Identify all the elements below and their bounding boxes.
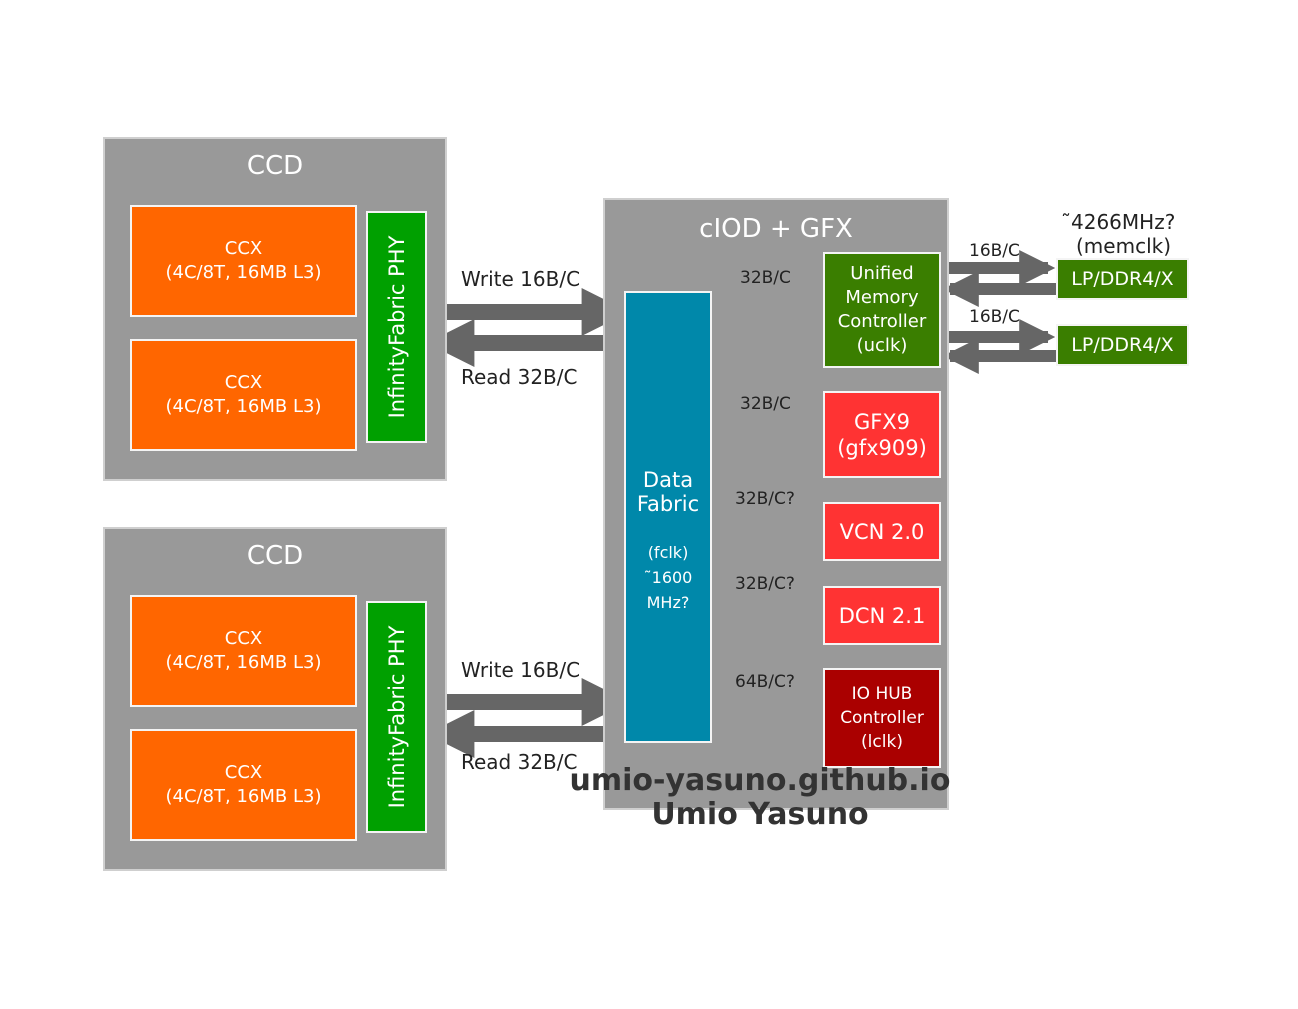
watermark-author: Umio Yasuno xyxy=(651,797,869,832)
top-read-label: Read 32B/C xyxy=(461,365,578,389)
ccd-top-ccx-2: CCX (4C/8T, 16MB L3) xyxy=(130,339,357,451)
iohub-clock: (lclk) xyxy=(861,732,903,752)
ccx-spec: (4C/8T, 16MB L3) xyxy=(165,652,322,673)
ccx-spec: (4C/8T, 16MB L3) xyxy=(165,262,322,283)
df-name-1: Data xyxy=(642,468,694,492)
umc-bandwidth: 32B/C xyxy=(740,268,791,288)
vcn-label: VCN 2.0 xyxy=(839,519,925,544)
gfx9-block: GFX9 (gfx909) xyxy=(823,391,941,478)
bottom-read-label: Read 32B/C xyxy=(461,750,578,774)
memory-channel-1: LP/DDR4/X xyxy=(1056,258,1189,300)
umc-line-1: Unified xyxy=(850,263,914,284)
gfx-name: GFX9 xyxy=(853,409,911,434)
top-write-label: Write 16B/C xyxy=(461,267,581,291)
memory-channel-2: LP/DDR4/X xyxy=(1056,324,1189,366)
ccx-name: CCX xyxy=(224,372,263,393)
vcn-block: VCN 2.0 xyxy=(823,502,941,561)
mem2-label: LP/DDR4/X xyxy=(1071,334,1174,356)
watermark-url: umio-yasuno.github.io xyxy=(569,763,951,798)
ccd-bottom-ccx-1: CCX (4C/8T, 16MB L3) xyxy=(130,595,357,707)
dcn-bandwidth: 32B/C? xyxy=(735,574,795,594)
dcn-block: DCN 2.1 xyxy=(823,586,941,645)
umc-line-2: Memory xyxy=(845,287,919,308)
ccd-top-phy: InfinityFabric PHY xyxy=(366,211,427,443)
iohub-line-1: IO HUB xyxy=(851,684,913,704)
ccd-top-title: CCD xyxy=(246,151,304,181)
watermark: umio-yasuno.github.io Umio Yasuno xyxy=(560,764,960,832)
df-freq-unit: MHz? xyxy=(646,593,690,612)
ccx-name: CCX xyxy=(224,762,263,783)
mem1-label: LP/DDR4/X xyxy=(1071,268,1174,290)
ccd-bottom-ccx-2: CCX (4C/8T, 16MB L3) xyxy=(130,729,357,841)
memclk-freq: ˜4266MHz? xyxy=(1061,210,1176,234)
mem1-bandwidth: 16B/C xyxy=(969,241,1020,261)
gfx-id: (gfx909) xyxy=(837,435,927,460)
bottom-write-label: Write 16B/C xyxy=(461,658,581,682)
ccd-bottom-title: CCD xyxy=(246,541,304,571)
df-name-2: Fabric xyxy=(636,492,700,516)
gfx-bandwidth: 32B/C xyxy=(740,394,791,414)
ccd-bottom-phy: InfinityFabric PHY xyxy=(366,601,427,833)
mem2-bandwidth: 16B/C xyxy=(969,307,1020,327)
ccx-spec: (4C/8T, 16MB L3) xyxy=(165,786,322,807)
ccd-top-ccx-1: CCX (4C/8T, 16MB L3) xyxy=(130,205,357,317)
dcn-label: DCN 2.1 xyxy=(838,603,926,628)
umc-clock: (uclk) xyxy=(856,335,908,356)
phy-label: InfinityFabric PHY xyxy=(384,235,409,419)
iohub-line-2: Controller xyxy=(840,708,924,728)
ccx-name: CCX xyxy=(224,238,263,259)
vcn-bandwidth: 32B/C? xyxy=(735,489,795,509)
unified-memory-controller: Unified Memory Controller (uclk) xyxy=(823,252,941,368)
df-clock: (fclk) xyxy=(647,543,689,562)
ccx-name: CCX xyxy=(224,628,263,649)
iohub-bandwidth: 64B/C? xyxy=(735,672,795,692)
data-fabric: Data Fabric (fclk) ˜1600 MHz? xyxy=(624,291,712,743)
ciod-title: cIOD + GFX xyxy=(699,214,853,244)
ccx-spec: (4C/8T, 16MB L3) xyxy=(165,396,322,417)
df-freq: ˜1600 xyxy=(643,568,693,587)
io-hub-controller: IO HUB Controller (lclk) xyxy=(823,668,941,768)
umc-line-3: Controller xyxy=(837,311,927,332)
phy-label: InfinityFabric PHY xyxy=(384,625,409,809)
memclk-label: (memclk) xyxy=(1076,234,1172,258)
